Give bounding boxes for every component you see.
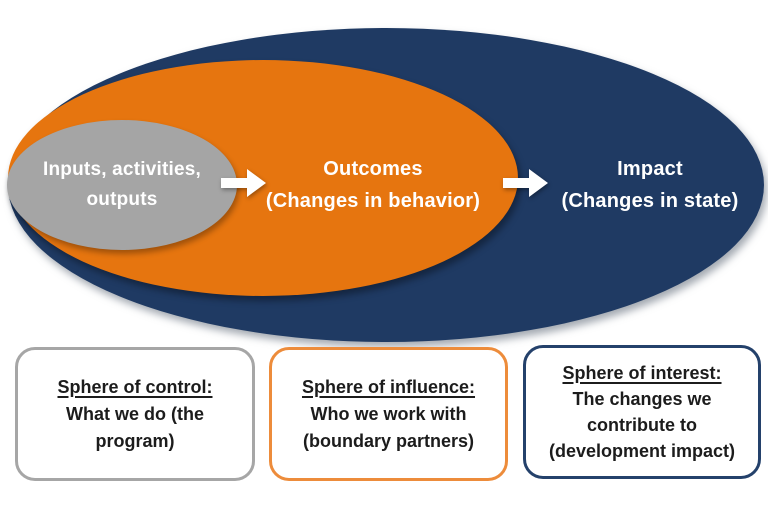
sphere-of-control-title: Sphere of control: [57,376,213,397]
sphere-of-interest-line1: The changes we [572,389,712,409]
outcomes-label-line1: Outcomes [323,158,423,180]
right-arrow-icon [221,169,266,197]
impact-label-line1: Impact [617,158,683,180]
sphere-of-control-ellipse [7,120,237,250]
right-arrow-icon [503,169,548,197]
sphere-of-control-box: Sphere of control: What we do (the progr… [15,347,255,481]
sphere-of-control-line2: program) [95,430,175,451]
sphere-of-influence-title: Sphere of influence: [301,376,476,397]
outcomes-label: Outcomes (Changes in behavior) [246,153,500,217]
sphere-of-influence-line1: Who we work with [310,403,467,424]
outcomes-label-line2: (Changes in behavior) [265,190,481,212]
sphere-of-interest-line2: contribute to [587,415,697,435]
inputs-label-line1: Inputs, activities, [43,159,201,180]
sphere-of-interest-title: Sphere of interest: [562,363,722,383]
sphere-of-interest-line3: (development impact) [548,441,736,461]
inputs-label-line2: outputs [86,189,158,210]
impact-label-line2: (Changes in state) [561,190,739,212]
inputs-activities-outputs-label: Inputs, activities, outputs [7,120,237,250]
impact-label: Impact (Changes in state) [534,153,766,217]
sphere-of-influence-box: Sphere of influence: Who we work with (b… [269,347,508,481]
sphere-of-control-line1: What we do (the [66,403,204,424]
sphere-of-influence-line2: (boundary partners) [302,430,475,451]
sphere-of-interest-box: Sphere of interest: The changes we contr… [523,345,761,479]
